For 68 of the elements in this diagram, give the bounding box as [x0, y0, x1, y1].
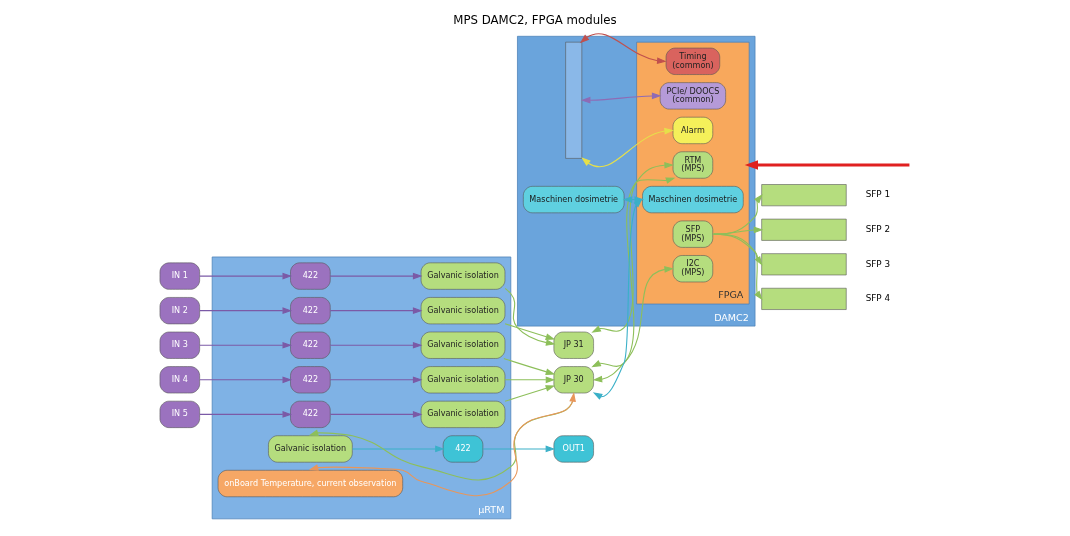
node-box: Maschinen dosimetrie — [523, 186, 625, 214]
arrow — [329, 376, 423, 384]
node-box: 422 — [290, 297, 331, 325]
node-box: RTM (MPS) — [672, 151, 714, 179]
node-box: JP 30 — [553, 366, 594, 394]
node-box: PCIe/ DOOCS (common) — [659, 82, 726, 110]
arrow — [504, 385, 556, 402]
node-box: I2C (MPS) — [672, 255, 714, 283]
node-box: IN 4 — [159, 366, 200, 394]
arrow — [592, 266, 674, 383]
arrow — [329, 411, 423, 418]
arrow — [591, 161, 674, 333]
arrow — [199, 376, 293, 384]
node-box: Galvanic isolation — [420, 400, 506, 428]
node-box: Alarm — [672, 116, 714, 144]
arrow — [199, 341, 293, 349]
node-box: Galvanic isolation — [268, 435, 353, 463]
arrow — [329, 307, 423, 314]
node-box: SFP (MPS) — [672, 220, 714, 248]
node-box: Galvanic isolation — [420, 297, 506, 325]
node-box: IN 2 — [159, 297, 200, 325]
arrow — [503, 358, 556, 375]
node-box: 422 — [290, 262, 331, 290]
arrow — [308, 393, 575, 481]
node-bar — [565, 41, 583, 159]
node-box — [761, 253, 847, 276]
arrow — [580, 92, 662, 104]
node-box: Galvanic isolation — [420, 262, 506, 290]
arrow — [329, 341, 423, 349]
node-box — [761, 184, 847, 207]
node-box: 422 — [290, 400, 331, 428]
arrow — [504, 323, 556, 340]
arrow — [712, 233, 763, 301]
node-box: 422 — [290, 366, 331, 394]
node-box: 422 — [290, 331, 331, 359]
arrow — [744, 160, 910, 170]
node-box: Galvanic isolation — [420, 331, 506, 359]
node-label: SFP 1 — [865, 189, 891, 200]
node-box: Galvanic isolation — [420, 366, 506, 394]
node-box: IN 5 — [159, 400, 200, 428]
arrow — [199, 411, 293, 418]
arrow — [199, 272, 293, 280]
node-box: IN 1 — [159, 262, 200, 290]
node-label: SFP 3 — [865, 258, 891, 269]
node-box: OUT1 — [553, 435, 594, 463]
node-box: JP 31 — [553, 331, 594, 359]
arrow — [712, 226, 764, 235]
arrow — [199, 307, 293, 314]
arrow — [308, 392, 576, 497]
node-box — [761, 287, 847, 310]
node-box: 422 — [442, 435, 484, 463]
arrow — [504, 287, 556, 346]
node-box: IN 3 — [159, 331, 200, 359]
diagram-title: MPS DAMC2, FPGA modules — [453, 12, 617, 27]
node-box: Maschinen dosimetrie — [642, 186, 744, 214]
arrow — [712, 193, 763, 235]
node-box: Timing (common) — [665, 47, 721, 75]
node-box: onBoard Temperature, current observation — [217, 470, 403, 498]
node-label: SFP 4 — [865, 293, 891, 304]
arrow — [351, 445, 445, 453]
arrow — [504, 376, 556, 384]
arrow — [482, 445, 556, 453]
arrow — [581, 127, 674, 168]
arrow — [329, 272, 423, 280]
arrow — [591, 177, 676, 368]
arrow — [579, 33, 667, 64]
node-label: SFP 2 — [865, 224, 891, 235]
node-box — [761, 218, 847, 241]
